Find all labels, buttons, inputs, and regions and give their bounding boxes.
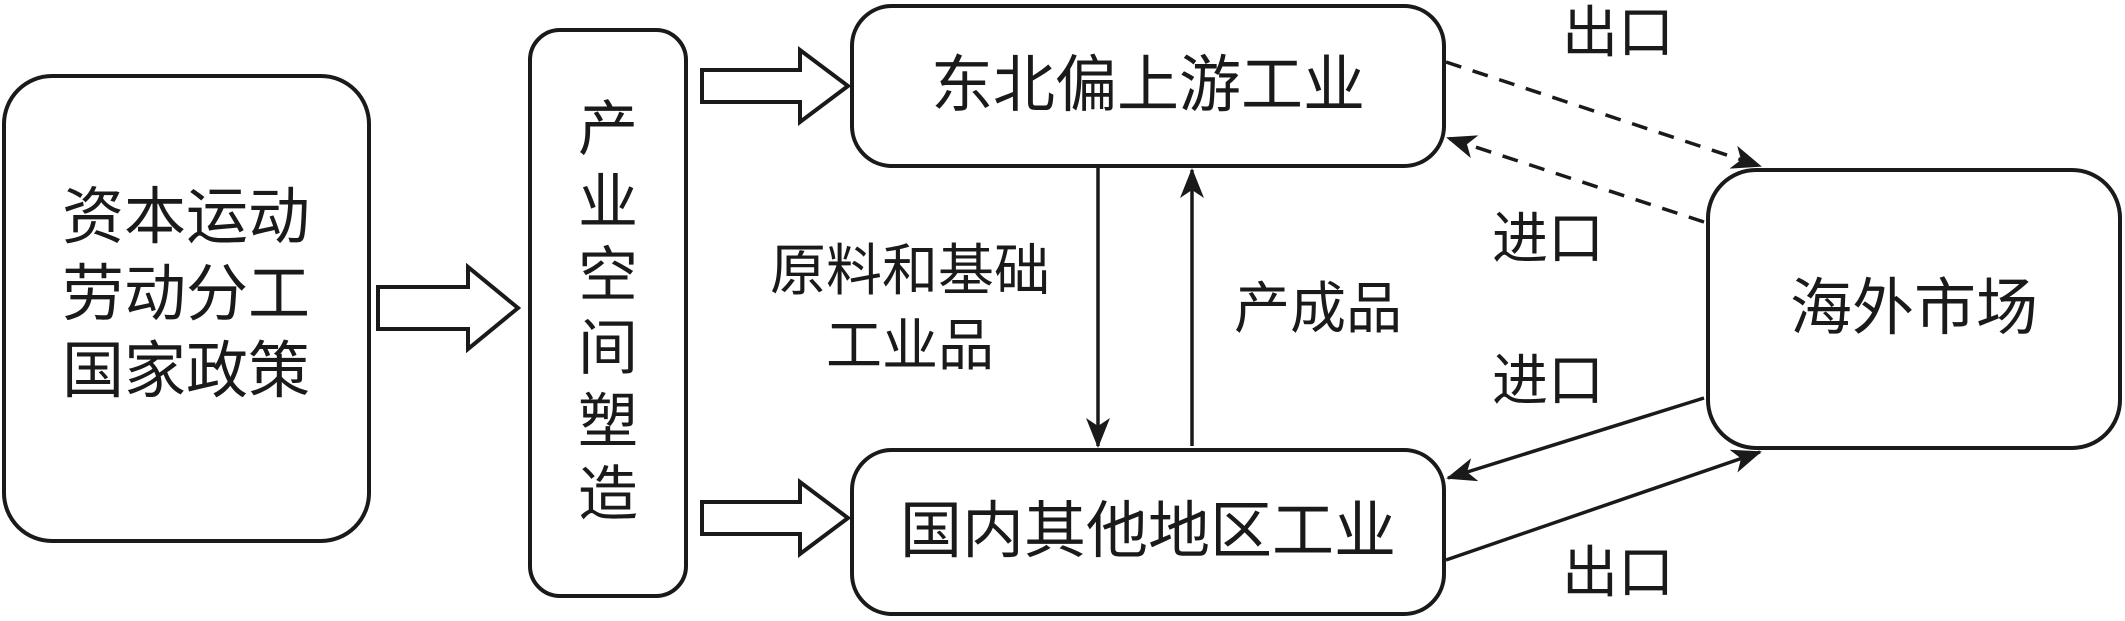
northeast-import-label: 进口 bbox=[1492, 207, 1604, 272]
shaping-char-1: 产 bbox=[578, 95, 638, 165]
shaping-char-3: 空 bbox=[578, 241, 638, 311]
factors-line-3: 国家政策 bbox=[62, 334, 310, 407]
factors-to-shaping-arrow bbox=[376, 262, 522, 354]
northeast-import-arrow bbox=[1446, 135, 1705, 224]
northeast-export-arrow bbox=[1445, 60, 1762, 169]
domestic-export-label: 出口 bbox=[1562, 541, 1674, 606]
domestic-industry-label: 国内其他地区工业 bbox=[900, 494, 1396, 567]
domestic-industry-node: 国内其他地区工业 bbox=[850, 448, 1446, 616]
northeast-export-label: 出口 bbox=[1562, 1, 1674, 66]
factors-line-2: 劳动分工 bbox=[62, 257, 310, 330]
shaping-char-2: 业 bbox=[578, 168, 638, 238]
shaping-char-4: 间 bbox=[578, 314, 638, 384]
domestic-import-label: 进口 bbox=[1492, 349, 1604, 414]
domestic-export-arrow bbox=[1445, 449, 1762, 562]
shaping-to-domestic-arrow bbox=[700, 478, 852, 558]
finished-goods-label: 产成品 bbox=[1234, 277, 1402, 342]
domestic-import-arrow bbox=[1446, 396, 1705, 482]
raw-materials-label-line-1: 原料和基础 bbox=[770, 239, 1050, 304]
shaping-char-5: 塑 bbox=[578, 387, 638, 457]
factors-node: 资本运动 劳动分工 国家政策 bbox=[2, 74, 371, 543]
factors-line-1: 资本运动 bbox=[62, 180, 310, 253]
shaping-to-northeast-arrow bbox=[700, 46, 852, 126]
shaping-node: 产 业 空 间 塑 造 bbox=[528, 28, 688, 598]
overseas-market-node: 海外市场 bbox=[1706, 168, 2122, 450]
northeast-industry-label: 东北偏上游工业 bbox=[931, 48, 1365, 121]
northeast-industry-node: 东北偏上游工业 bbox=[850, 4, 1446, 168]
raw-materials-label-line-2: 工业品 bbox=[826, 314, 994, 379]
overseas-market-label: 海外市场 bbox=[1790, 271, 2038, 344]
shaping-char-6: 造 bbox=[578, 460, 638, 530]
